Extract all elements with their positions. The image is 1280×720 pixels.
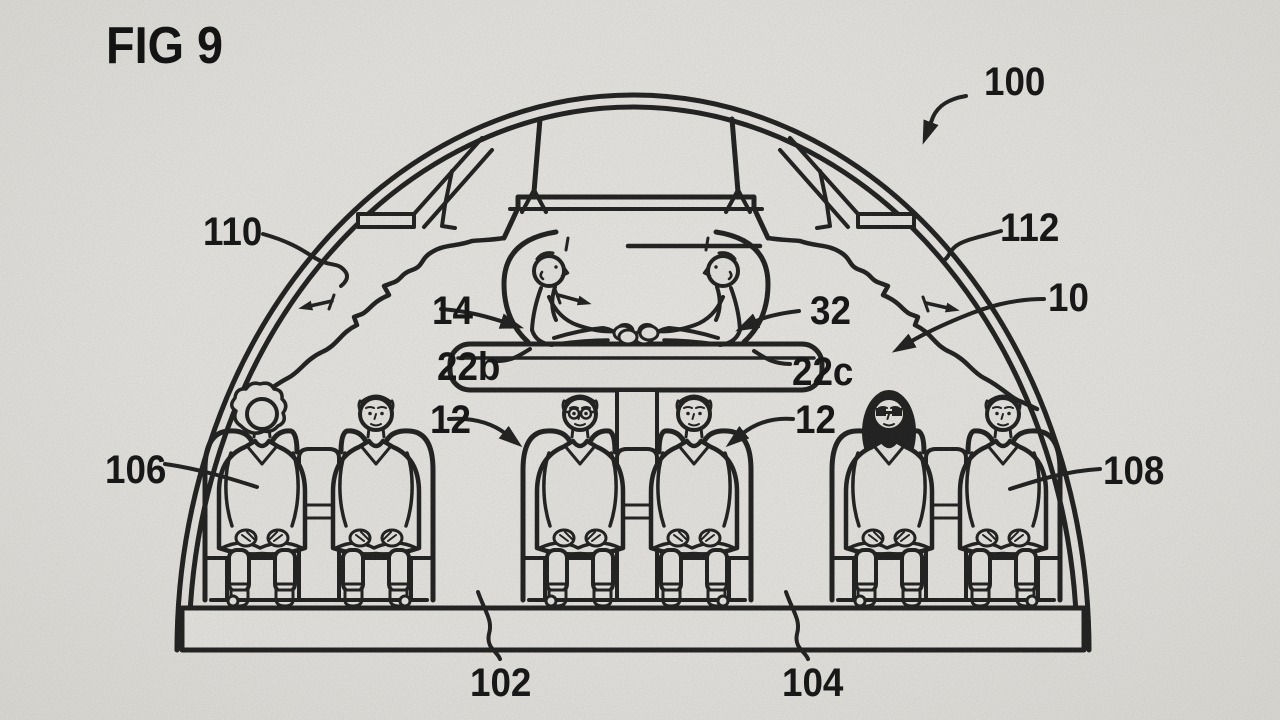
ref-label-22c: 22c xyxy=(792,350,854,394)
ref-label-102: 102 xyxy=(470,661,532,705)
ref-label-112: 112 xyxy=(1000,206,1060,250)
ref-label-12-right: 12 xyxy=(795,398,836,442)
ref-label-106: 106 xyxy=(105,448,167,492)
ref-label-104: 104 xyxy=(782,661,844,705)
ref-label-12-left: 12 xyxy=(430,398,471,442)
ref-label-32: 32 xyxy=(810,289,851,333)
ref-label-22b: 22b xyxy=(437,345,501,389)
ref-label-100: 100 xyxy=(984,60,1046,104)
ref-label-14: 14 xyxy=(432,289,473,333)
ref-label-10: 10 xyxy=(1048,276,1089,320)
figure-title: FIG 9 xyxy=(106,17,224,75)
ref-label-108: 108 xyxy=(1103,449,1165,493)
ref-label-110: 110 xyxy=(203,210,263,254)
